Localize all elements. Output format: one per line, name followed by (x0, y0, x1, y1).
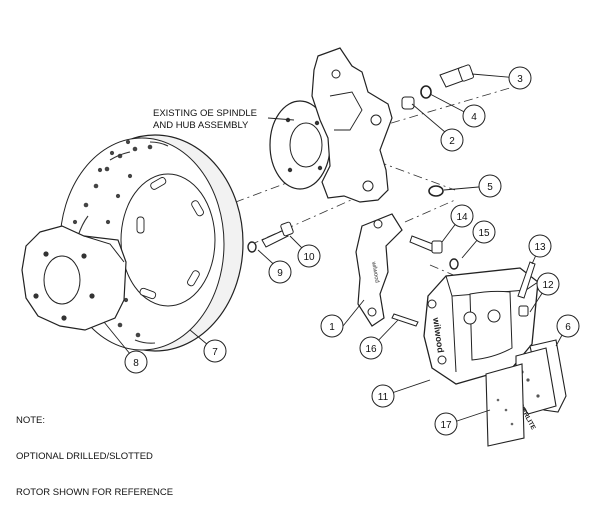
callout-bubbles: 1 2 3 4 5 6 7 8 9 10 11 12 13 14 15 16 1… (124, 66, 580, 436)
note-line-2: ROTOR SHOWN FOR REFERENCE (16, 487, 174, 498)
callout-12: 12 (536, 272, 560, 296)
callout-13: 13 (528, 234, 552, 258)
washer-lower (428, 185, 444, 197)
callout-2: 2 (440, 128, 464, 152)
bracket-stud (391, 313, 419, 327)
mounting-bolt-upper (439, 64, 474, 88)
spindle-label-line-2: AND HUB ASSEMBLY (153, 120, 249, 131)
reference-note: NOTE: OPTIONAL DRILLED/SLOTTED ROTOR SHO… (16, 391, 173, 511)
callout-6: 6 (556, 314, 580, 338)
note-title: NOTE: (16, 415, 46, 426)
washer-upper (420, 85, 432, 99)
callout-7: 7 (203, 339, 227, 363)
svg-text:9: 9 (277, 268, 283, 279)
caliper-washer (449, 258, 459, 270)
caliper-bolt (409, 235, 443, 254)
callout-17: 17 (434, 412, 458, 436)
bracket-washer (247, 241, 257, 253)
svg-text:3: 3 (517, 74, 523, 85)
rotor-mount-slots (136, 177, 204, 300)
svg-text:14: 14 (456, 212, 468, 223)
svg-text:5: 5 (487, 182, 493, 193)
brake-kit-exploded-diagram: wilwood wilwood POWERLITE (21, 47, 580, 447)
svg-text:2: 2 (449, 136, 455, 147)
svg-text:10: 10 (303, 252, 315, 263)
callout-10: 10 (297, 244, 321, 268)
svg-text:1: 1 (329, 322, 335, 333)
callout-8: 8 (124, 350, 148, 374)
callout-15: 15 (472, 220, 496, 244)
callout-14: 14 (450, 204, 474, 228)
callout-5: 5 (478, 174, 502, 198)
bracket-bolt (261, 221, 294, 248)
callout-3: 3 (508, 66, 532, 90)
callout-1: 1 (320, 314, 344, 338)
svg-text:12: 12 (542, 280, 554, 291)
callout-4: 4 (462, 104, 486, 128)
bleeder-cap (518, 305, 529, 317)
svg-text:16: 16 (365, 344, 377, 355)
spacer (401, 96, 415, 110)
spindle-label-line-1: EXISTING OE SPINDLE (153, 108, 257, 119)
callout-11: 11 (371, 384, 395, 408)
svg-text:4: 4 (471, 112, 477, 123)
callout-16: 16 (359, 336, 383, 360)
svg-text:15: 15 (478, 228, 490, 239)
bleeder-screw (517, 261, 536, 299)
callout-9: 9 (268, 260, 292, 284)
svg-text:13: 13 (534, 242, 546, 253)
svg-text:7: 7 (212, 347, 218, 358)
svg-text:6: 6 (565, 322, 571, 333)
rotor-hat (21, 225, 127, 331)
caliper-bracket: wilwood (355, 213, 403, 327)
brake-pad-inner (485, 363, 525, 447)
bracket-brand-mark: wilwood (370, 260, 380, 283)
note-line-1: OPTIONAL DRILLED/SLOTTED (16, 451, 153, 462)
svg-text:17: 17 (440, 420, 452, 431)
spindle-hub-assembly (269, 47, 393, 203)
svg-text:8: 8 (133, 358, 139, 369)
svg-text:11: 11 (378, 392, 389, 403)
